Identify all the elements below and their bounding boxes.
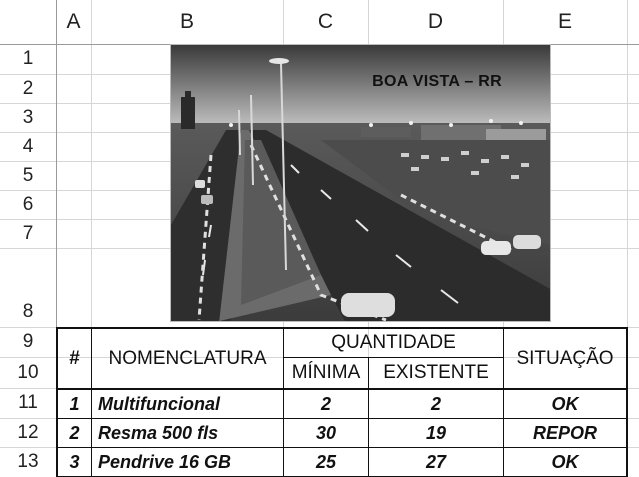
item-minimum-cell[interactable]: 2 xyxy=(320,393,331,414)
row-header-6[interactable]: 6 xyxy=(22,193,34,215)
item-minimum-cell[interactable]: 30 xyxy=(315,422,337,443)
row-header-12[interactable]: 12 xyxy=(17,421,39,443)
column-header-c[interactable]: C xyxy=(317,10,334,33)
item-name-cell[interactable]: Resma 500 fls xyxy=(98,422,219,443)
item-status-cell[interactable]: REPOR xyxy=(532,422,597,443)
item-minimum-cell[interactable]: 25 xyxy=(315,451,337,472)
header-number[interactable]: # xyxy=(69,347,80,369)
row-header-1[interactable]: 1 xyxy=(22,48,34,69)
column-header-d[interactable]: D xyxy=(427,10,444,33)
row-header-4[interactable]: 4 xyxy=(22,135,34,157)
row-header-10[interactable]: 10 xyxy=(17,361,39,383)
item-existing-cell[interactable]: 19 xyxy=(425,422,447,443)
row-header-9[interactable]: 9 xyxy=(22,331,34,352)
city-avenue-photo[interactable]: BOA VISTA – RR xyxy=(170,44,551,322)
item-status-cell[interactable]: OK xyxy=(551,393,579,414)
photo-drawing xyxy=(171,45,550,321)
row-header-13[interactable]: 13 xyxy=(17,451,39,472)
row-header-3[interactable]: 3 xyxy=(22,106,34,128)
item-number-cell[interactable]: 3 xyxy=(69,451,80,472)
header-quantidade[interactable]: QUANTIDADE xyxy=(331,332,456,353)
row-header-8[interactable]: 8 xyxy=(22,301,34,322)
column-header-a[interactable]: A xyxy=(66,10,81,33)
header-existente[interactable]: EXISTENTE xyxy=(383,362,489,383)
header-situacao[interactable]: SITUAÇÃO xyxy=(516,347,614,369)
item-existing-cell[interactable]: 2 xyxy=(430,393,441,414)
item-number-cell[interactable]: 1 xyxy=(69,393,80,414)
row-header-2[interactable]: 2 xyxy=(22,77,34,99)
column-header-b[interactable]: B xyxy=(179,10,194,33)
row-header-5[interactable]: 5 xyxy=(22,164,34,186)
photo-title: BOA VISTA – RR xyxy=(372,73,502,90)
item-existing-cell[interactable]: 27 xyxy=(425,451,447,472)
column-header-e[interactable]: E xyxy=(557,10,572,33)
header-nomenclatura[interactable]: NOMENCLATURA xyxy=(108,347,267,369)
item-number-cell[interactable]: 2 xyxy=(69,422,80,443)
row-header-11[interactable]: 11 xyxy=(18,392,38,413)
item-status-cell[interactable]: OK xyxy=(551,451,579,472)
item-name-cell[interactable]: Pendrive 16 GB xyxy=(98,451,232,472)
row-header-7[interactable]: 7 xyxy=(22,222,34,244)
item-name-cell[interactable]: Multifuncional xyxy=(98,393,220,414)
header-minima[interactable]: MÍNIMA xyxy=(291,362,361,383)
